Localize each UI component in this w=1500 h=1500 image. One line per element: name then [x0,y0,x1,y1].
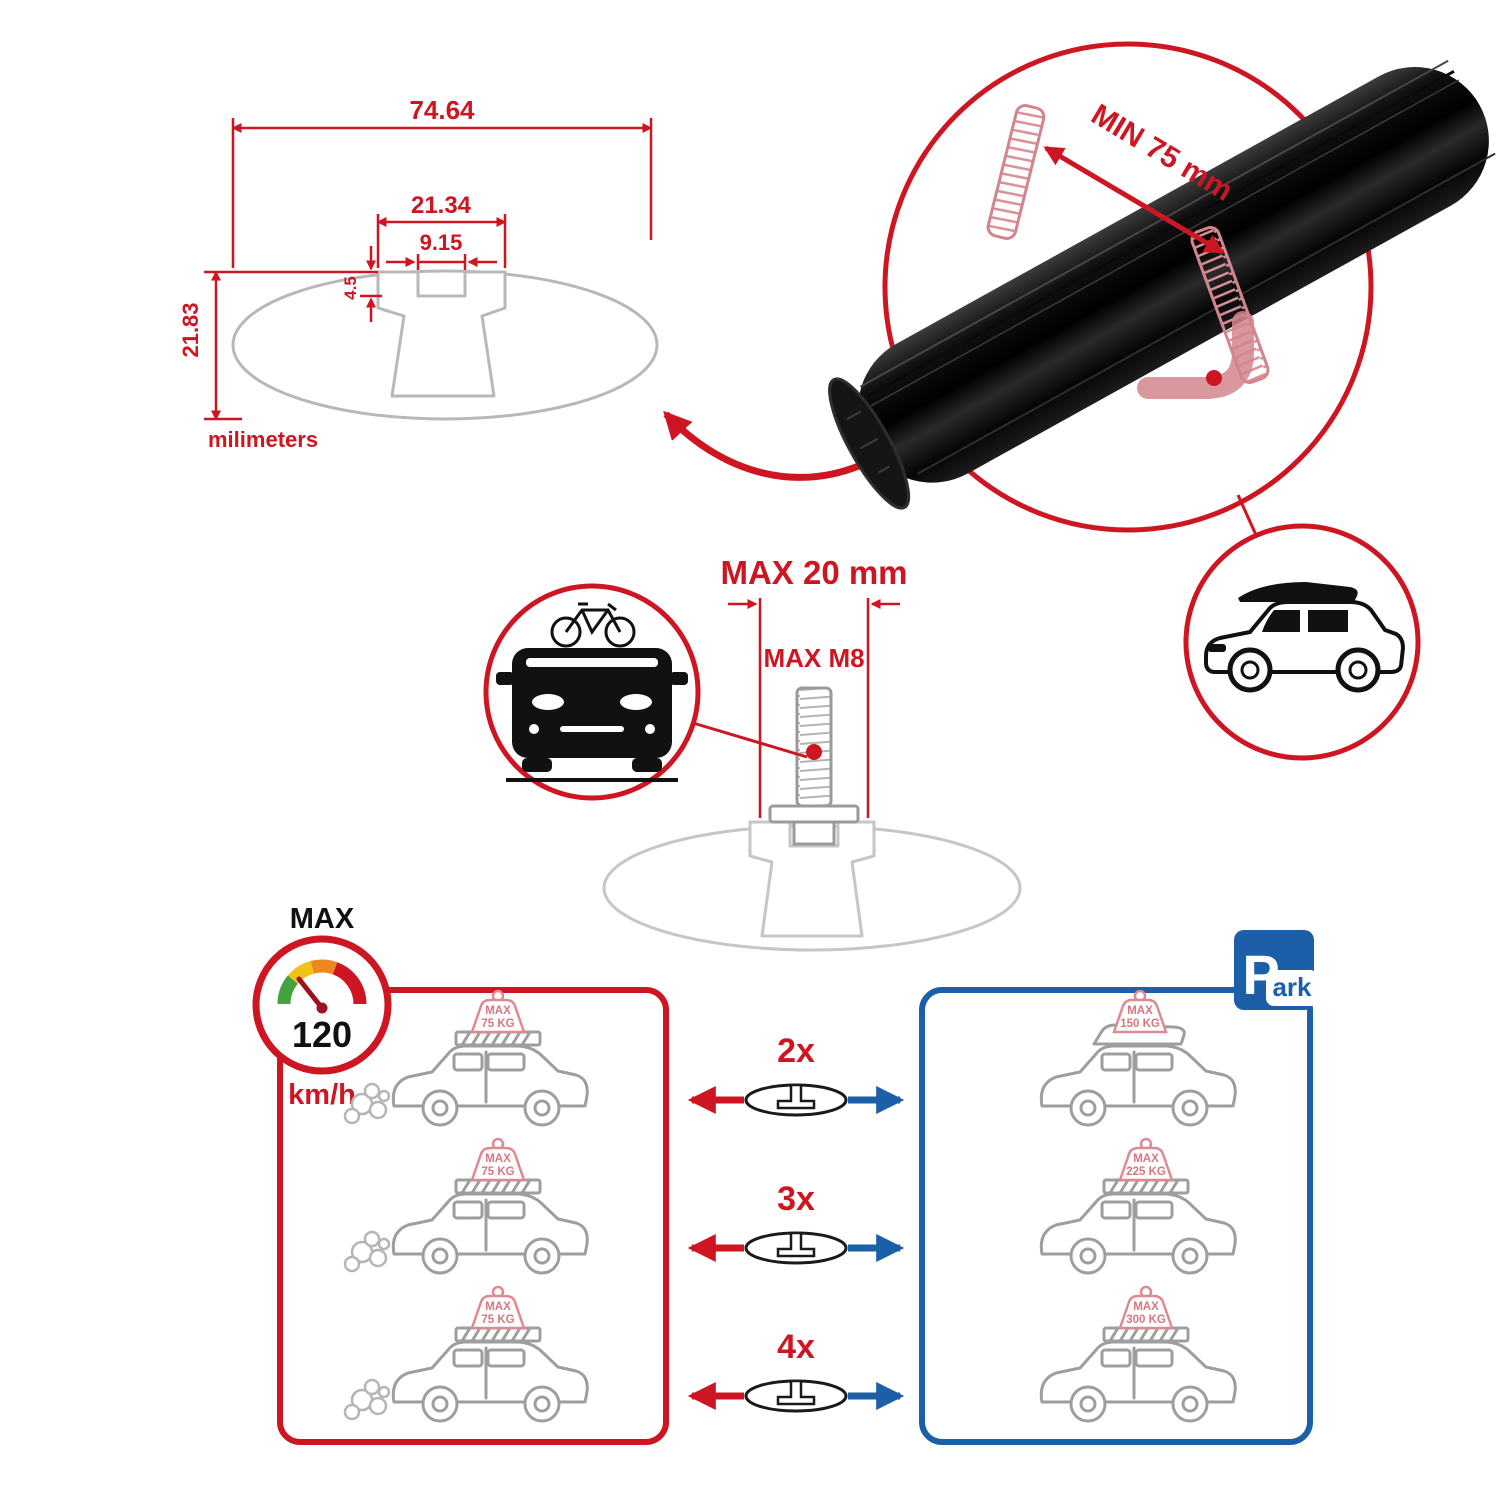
suv-illustration [1204,582,1406,693]
qty-label: 3x [777,1180,815,1218]
roof-load-tag: MAX 150 KG [1112,989,1168,1034]
svg-text:150 KG: 150 KG [1120,1018,1160,1030]
units-label: milimeters [208,427,318,452]
quantity-row-1: 2x [687,1032,905,1117]
park-sign: P ark [1234,930,1318,1010]
dim-label-total-width: 74.64 [409,95,475,125]
mirror-right [670,672,688,685]
bike-icon [550,602,636,648]
bolt-nub [792,820,836,846]
svg-text:MAX: MAX [485,1005,511,1017]
bolt-pointer-dot [806,744,822,760]
quantity-row-2: 3x [687,1180,905,1265]
ubolt-strap [1137,311,1254,399]
quantity-row-3: 4x [687,1328,905,1413]
profile-t-slot [376,270,507,398]
svg-text:MAX: MAX [1133,1153,1159,1165]
max-width-label: MAX 20 mm [720,554,907,591]
svg-text:75 KG: 75 KG [481,1314,514,1326]
t-slot-icon [776,1379,816,1406]
svg-text:300 KG: 300 KG [1126,1314,1166,1326]
bolt-detail: MAX 20 mm MAX M8 [602,554,1022,952]
gauge-arc [277,959,367,1005]
driving-car-2: MAX 75 KG [343,1137,589,1275]
driving-car-1: MAX 75 KG [343,989,589,1127]
svg-text:225 KG: 225 KG [1126,1166,1166,1178]
car-bike-circle [483,583,808,801]
headlight [532,694,564,710]
t-slot-icon [776,1083,816,1110]
ghost-profile-slot [748,820,876,938]
suv-roofbox-circle [1183,523,1421,761]
parking-car-3: MAX 300 KG [1039,1285,1237,1423]
svg-text:75 KG: 75 KG [481,1018,514,1030]
dim-label-slot-inner: 9.15 [420,230,463,255]
ubolt-rod-left [986,104,1046,240]
max-thread-label: MAX M8 [763,643,864,673]
speed-value: 120 [292,1014,352,1055]
t-slot-icon [776,1231,816,1258]
grille [1208,644,1226,652]
dim-label-height: 21.83 [178,302,203,357]
car-front-icon [496,648,688,782]
wheel [1335,647,1381,693]
speed-limit-badge: MAX 120 km/h [252,903,392,1111]
windshield [526,658,658,667]
bumper-grille [560,726,624,732]
roof-load-tag: MAX 75 KG [470,989,526,1034]
attachment-point-dot [1206,370,1222,386]
park-sign-chip [1266,970,1318,1006]
roof-load-tag: MAX 75 KG [470,1285,526,1330]
dim-label-slot-outer: 21.34 [411,192,472,219]
driving-car-3: MAX 75 KG [343,1285,589,1423]
speed-units: km/h [288,1079,356,1111]
dim-label-lip-depth: 4.5 [341,276,360,300]
crossbar-detail-circle: MIN 75 mm [828,41,1496,533]
t-bolt [768,686,860,846]
svg-text:MAX: MAX [1127,1005,1153,1017]
headlight [620,694,652,710]
svg-text:MAX: MAX [485,1153,511,1165]
bolt-flange [768,804,860,824]
wheel [1227,647,1273,693]
profile-dimension-drawing: 74.64 21.34 9.15 4.5 21.83 milimeters [178,95,659,452]
svg-text:75 KG: 75 KG [481,1166,514,1178]
speed-max-label: MAX [290,903,355,935]
parking-car-1: MAX 150 KG [1039,989,1237,1127]
connector-line [1236,494,1258,536]
svg-text:MAX: MAX [1133,1301,1159,1313]
qty-label: 4x [777,1328,815,1366]
wheel [632,758,662,772]
parking-car-2: MAX 225 KG [1039,1137,1237,1275]
leader-line [692,721,808,759]
roof-load-tag: MAX 225 KG [1118,1137,1174,1182]
wheel [522,758,552,772]
qty-label: 2x [777,1032,815,1070]
roof-load-tag: MAX 75 KG [470,1137,526,1182]
roof-load-tag: MAX 300 KG [1118,1285,1174,1330]
svg-text:MAX: MAX [485,1301,511,1313]
min-span-arrow [1043,145,1225,255]
mirror-left [496,672,514,685]
park-sign-ark: ark [1272,972,1312,1002]
roof-box [1238,582,1358,602]
gauge-needle [296,976,325,1011]
pointer-arrow-to-profile [663,410,874,481]
